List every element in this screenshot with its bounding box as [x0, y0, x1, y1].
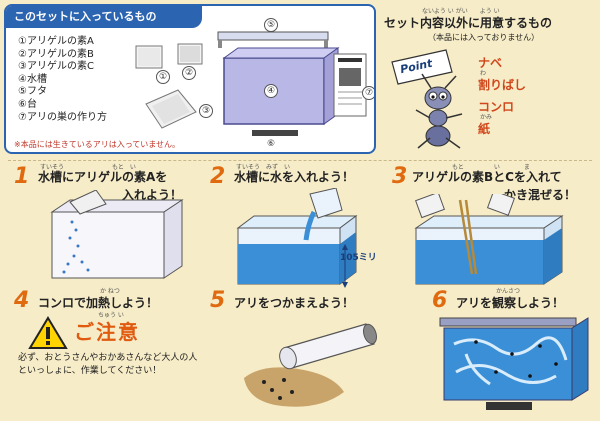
caution-ruby: ちゅう い	[98, 312, 124, 319]
list-item: 紙	[478, 122, 491, 136]
prepare-item-ruby: かみ	[480, 114, 493, 121]
divider	[8, 160, 592, 161]
step-text: アリを観察しよう！	[456, 296, 565, 310]
step-text: コンロで加熱しよう！	[38, 296, 159, 310]
set-contents-illustration	[135, 31, 367, 136]
step-3: 3 もと い ま アリゲルの素BとCを入れて かき混ぜる！	[392, 160, 596, 286]
gel-packet-a-icon	[135, 45, 163, 69]
step-number: 6	[432, 288, 448, 313]
list-item: ②アリゲルの素B	[18, 48, 94, 60]
set-contents-panel: このセットに入っているもの ①アリゲルの素A ②アリゲルの素B ③アリゲルの素C…	[4, 4, 376, 154]
callout-6: ⑥	[264, 138, 278, 152]
list-item: ナベ	[478, 56, 503, 70]
step-1-illustration	[50, 190, 184, 279]
step-2: 2 すいそう みず い 水槽に水を入れよう！	[210, 160, 386, 288]
list-item: ⑥台	[18, 98, 37, 110]
water-height-label: 105ミリ	[340, 253, 377, 263]
callout-3: ③	[199, 104, 213, 118]
step-ruby: もと い ま	[452, 164, 530, 171]
step-text: 水槽にアリゲルの素Aを	[38, 170, 168, 184]
prepare-subtitle: （本品には入っておりません）	[428, 33, 540, 42]
caution-title: ご注意	[74, 320, 140, 344]
instruction-sheet-icon	[333, 53, 367, 117]
cup-icon	[303, 188, 343, 241]
step-number: 1	[14, 164, 30, 189]
callout-7: ⑦	[362, 86, 374, 100]
step-text: 入れよう！	[122, 188, 183, 202]
list-item: ①アリゲルの素A	[18, 36, 94, 47]
capture-tube-icon	[279, 323, 377, 370]
list-item: ⑦アリの巣の作り方	[18, 111, 107, 123]
list-item: 割りばし	[478, 78, 527, 92]
step-text: かき混ぜる！	[504, 188, 577, 202]
list-item: コンロ	[478, 100, 515, 114]
ant-mascot-icon	[391, 49, 463, 149]
gel-packet-c-icon	[145, 89, 197, 129]
gel-packet-b-icon	[177, 43, 203, 65]
set-contents-list: ①アリゲルの素A ②アリゲルの素B ③アリゲルの素C ④水槽 ⑤フタ ⑥台 ⑦ア…	[18, 36, 107, 124]
step-4: 4 か ねつ コンロで加熱しよう！	[14, 288, 204, 318]
step-ruby: すいそう みず い	[236, 164, 291, 171]
warning-icon	[28, 316, 68, 349]
prepare-title-ruby: ないよう い がい よう い	[422, 8, 500, 15]
step-text: アリをつかまえよう！	[234, 296, 355, 310]
step-1: 1 すいそう もと い 水槽にアリゲルの素Aを 入れよう！	[14, 160, 204, 286]
list-item: ③アリゲルの素C	[18, 61, 94, 73]
callout-2: ②	[182, 66, 196, 80]
step-5: 5 アリをつかまえよう！	[210, 288, 400, 418]
step-3-illustration	[414, 194, 564, 285]
step-6-illustration	[439, 317, 589, 410]
prepare-panel: ないよう い がい よう い セット内容以外に用意するもの （本品には入っており…	[380, 4, 596, 154]
step-number: 4	[14, 288, 30, 313]
prepare-list: ナベ 割りばし コンロ 紙	[478, 52, 526, 140]
step-number: 3	[392, 164, 408, 189]
step-text: アリゲルの素BとCを入れて	[412, 170, 562, 184]
tank-icon	[222, 47, 340, 125]
set-contents-title: このセットに入っているもの	[6, 6, 202, 28]
step-ruby: かんさつ	[496, 288, 521, 295]
step-number: 5	[210, 288, 226, 313]
stand-icon	[252, 130, 298, 136]
step-number: 2	[210, 164, 226, 189]
callout-5: ⑤	[264, 18, 278, 32]
callout-1: ①	[156, 70, 170, 84]
lid-icon	[217, 31, 329, 48]
prepare-title: セット内容以外に用意するもの	[384, 16, 553, 30]
step-2-illustration	[236, 188, 358, 285]
step-text: 水槽に水を入れよう！	[234, 170, 355, 184]
list-item: ④水槽	[18, 73, 47, 85]
no-live-ants-note: ※本品には生きているアリは入っていません。	[14, 140, 181, 149]
step-ruby: か ねつ	[100, 288, 120, 295]
step-ruby: すいそう もと い	[40, 164, 136, 171]
step-6: 6 かんさつ アリを観察しよう！	[392, 288, 596, 418]
prepare-item-ruby: わ	[480, 70, 487, 77]
caution-text: 必ず、おとうさんやおかあさんなど大人の人といっしょに、作業してください！	[18, 353, 198, 376]
height-arrow-icon	[342, 244, 348, 288]
list-item: ⑤フタ	[18, 86, 47, 98]
step-5-illustration	[244, 323, 377, 407]
callout-4: ④	[264, 84, 278, 98]
